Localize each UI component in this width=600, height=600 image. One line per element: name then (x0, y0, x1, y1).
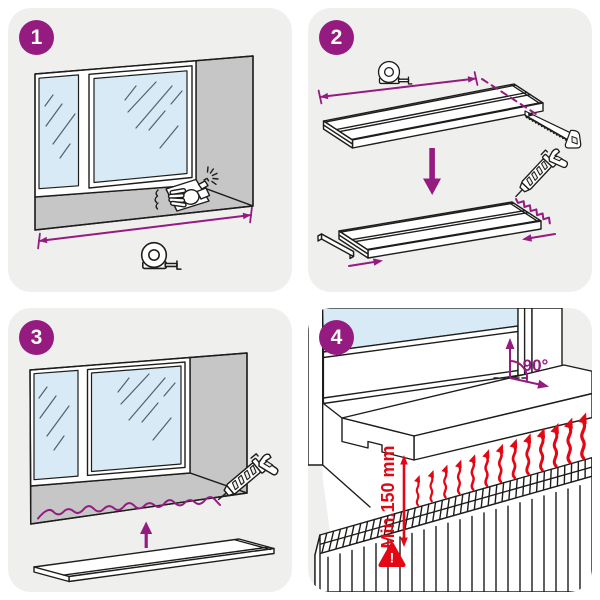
step-4-illustration: 90° Min.150 mm! (308, 308, 592, 592)
window-illustration (29, 352, 248, 525)
width-dimension-arrow (37, 206, 253, 250)
caulking-gun-icon (507, 142, 572, 209)
adhesive-bead (515, 198, 551, 225)
step-number-badge: 1 (19, 20, 54, 55)
angle-arrows: 90° (493, 338, 549, 389)
window-illustration (34, 55, 254, 231)
step-number: 2 (330, 25, 343, 49)
step-panel-1: 1 (8, 8, 292, 292)
windowsill-board (33, 538, 275, 583)
left-arrow (522, 233, 556, 242)
step-2-illustration (317, 60, 587, 267)
angle-label: 90° (523, 356, 549, 375)
warning-triangle: ! (378, 542, 406, 567)
handsaw-icon (517, 110, 587, 153)
measuring-tape-icon (377, 60, 413, 85)
min-distance-label: Min.150 mm (378, 445, 398, 548)
warning-label: ! (390, 550, 395, 566)
right-arrow (348, 258, 383, 267)
step-number: 1 (30, 25, 43, 49)
length-dimension-arrow (317, 71, 479, 105)
measuring-tape-icon (140, 241, 182, 270)
windowsill-board-top (322, 83, 544, 149)
end-cap (317, 233, 355, 260)
step-panel-3: 3 (8, 308, 292, 592)
step-panel-2: 2 (308, 8, 592, 292)
min-distance-dimension: Min.150 mm (378, 445, 408, 549)
step-number-badge: 2 (319, 20, 354, 55)
cut-line (481, 78, 537, 115)
step-number: 4 (330, 325, 343, 349)
down-arrow (423, 148, 441, 195)
adhesive-bead (37, 496, 221, 520)
step-number: 3 (30, 325, 43, 349)
step-number-badge: 4 (319, 320, 354, 355)
step-1-illustration (34, 55, 254, 270)
step-panel-4: 90° Min.150 mm! 4 (308, 308, 592, 592)
hand-cloth-spray-icon (154, 166, 219, 212)
step-3-illustration (29, 352, 283, 583)
up-arrow (140, 521, 153, 548)
step-number-badge: 3 (19, 320, 54, 355)
windowsill-board-bottom (338, 201, 542, 259)
